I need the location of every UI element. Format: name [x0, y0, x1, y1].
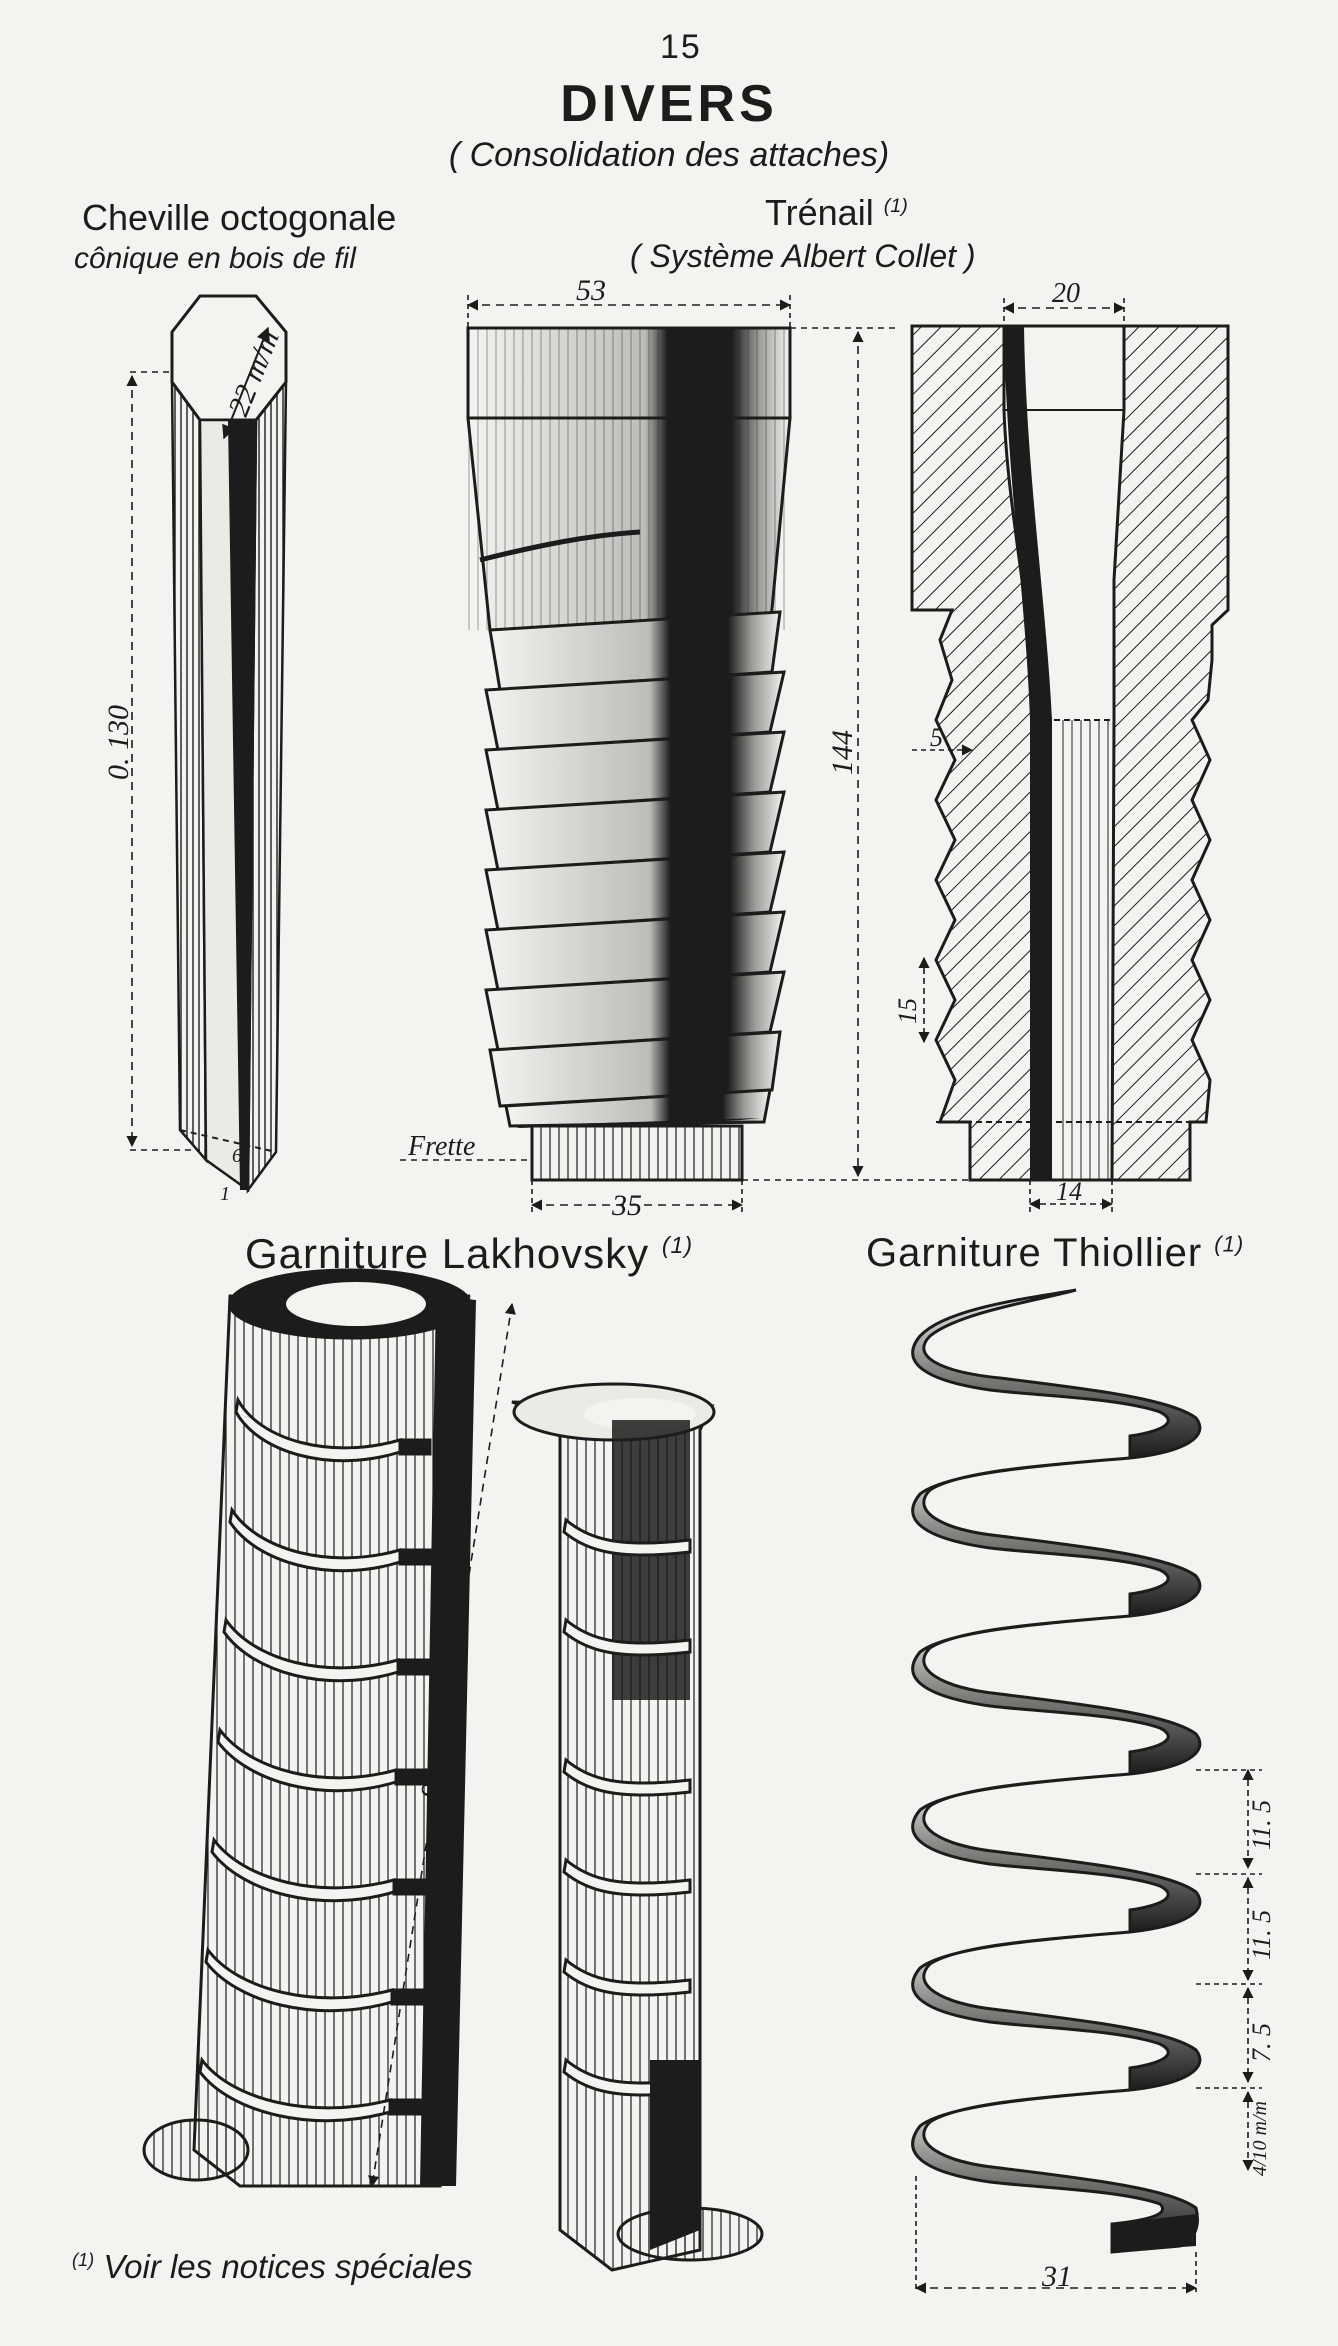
trenail-section-drawing — [910, 298, 1230, 1212]
thiollier-pitch-1-label: 11. 5 — [1247, 1800, 1276, 1850]
trenail-section-labels: 20 5 15 14 — [893, 278, 1082, 1206]
trenail-pitch-label: 15 — [893, 998, 922, 1024]
trenail-core-bottom-label: 14 — [1056, 1177, 1082, 1206]
lakhovsky-title-block: Garniture Lakhovsky (1) — [245, 1233, 693, 1275]
trenail-top-width-label: 53 — [576, 274, 606, 307]
lakhovsky-footnote-mark: (1) — [661, 1232, 694, 1258]
cheville-drawing — [126, 294, 288, 1194]
trenail-title: Trénail — [765, 192, 874, 233]
footnote-text: Voir les notices spéciales — [103, 2248, 473, 2285]
thiollier-pitch-3-label: 7. 5 — [1247, 2023, 1276, 2062]
thiollier-wire-label: 4/10 m/m — [1249, 2101, 1271, 2176]
trenail-height-label: 144 — [826, 730, 859, 775]
lakhovsky-drawing — [142, 1268, 764, 2272]
trenail-bottom-width-label: 35 — [611, 1189, 642, 1222]
trenail-title-block: Trénail (1) — [765, 195, 908, 231]
cheville-length-label: 0. 130 — [102, 705, 135, 780]
thiollier-title: Garniture Thiollier — [866, 1231, 1203, 1275]
thiollier-pitch-2-label: 11. 5 — [1247, 1910, 1276, 1960]
page-subtitle: ( Consolidation des attaches) — [448, 136, 890, 174]
thiollier-title-block: Garniture Thiollier (1) — [866, 1233, 1244, 1273]
cheville-bottom-a-label: 6 — [232, 1145, 242, 1167]
footnote-mark: (1) — [72, 2250, 95, 2270]
page-number: 15 — [660, 28, 702, 66]
cheville-title: Cheville octogonale — [82, 197, 397, 238]
cheville-bottom-b-label: 1 — [220, 1183, 230, 1205]
cheville-subtitle: cônique en bois de fil — [74, 242, 356, 275]
trenail-subtitle: ( Système Albert Collet ) — [630, 238, 976, 274]
lakhovsky-title: Garniture Lakhovsky — [245, 1230, 650, 1277]
trenail-footnote-mark: (1) — [883, 195, 908, 217]
trenail-thread-depth-label: 5 — [930, 723, 943, 752]
trenail-core-top-label: 20 — [1052, 278, 1080, 309]
thiollier-labels: 11. 5 11. 5 7. 5 4/10 m/m 31 — [1041, 1800, 1276, 2293]
thiollier-drawing — [911, 1288, 1262, 2294]
trenail-elevation-drawing — [400, 295, 1000, 1212]
page-title: DIVERS — [560, 75, 778, 133]
thiollier-diameter-label: 31 — [1041, 2260, 1072, 2293]
thiollier-footnote-mark: (1) — [1214, 1231, 1245, 1257]
trenail-elevation-labels: 53 144 35 Frette — [407, 274, 859, 1222]
trenail-frette-label: Frette — [407, 1131, 475, 1162]
footnote: (1) Voir les notices spéciales — [72, 2250, 473, 2283]
